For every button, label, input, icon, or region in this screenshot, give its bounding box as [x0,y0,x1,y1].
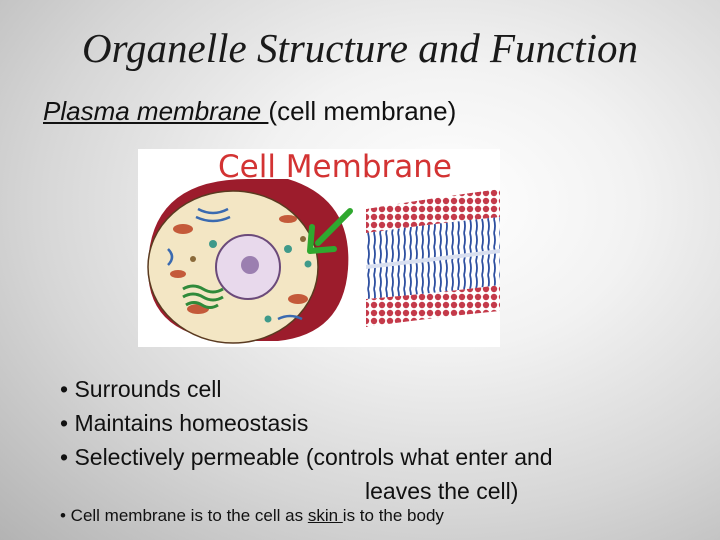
organelles [167,207,312,323]
bullet-list: • Surrounds cell • Maintains homeostasis… [60,372,553,508]
analogy-footnote: • Cell membrane is to the cell as skin i… [60,506,444,526]
nucleolus [241,256,259,274]
subtitle-term: Plasma membrane [43,96,269,126]
bullet-item: • Surrounds cell [60,376,222,402]
figure-caption: Cell Membrane [218,149,452,185]
cell-illustration [147,179,500,344]
bilayer-strip [366,189,500,327]
footnote-key-term: skin [307,506,343,525]
cell-membrane-figure: Cell Membrane [138,149,500,347]
footnote-before: • Cell membrane is to the cell as [60,506,308,525]
footnote-after: is to the body [342,506,444,525]
subtitle-rest: (cell membrane) [268,96,457,126]
bullet-item: • Maintains homeostasis [60,410,309,436]
bullet-continuation: leaves the cell) [365,478,519,504]
slide-title: Organelle Structure and Function [81,25,639,71]
slide-subtitle: Plasma membrane (cell membrane) [43,96,456,127]
pointer-arrow-icon [307,208,353,254]
bullet-item: • Selectively permeable (controls what e… [60,444,553,470]
